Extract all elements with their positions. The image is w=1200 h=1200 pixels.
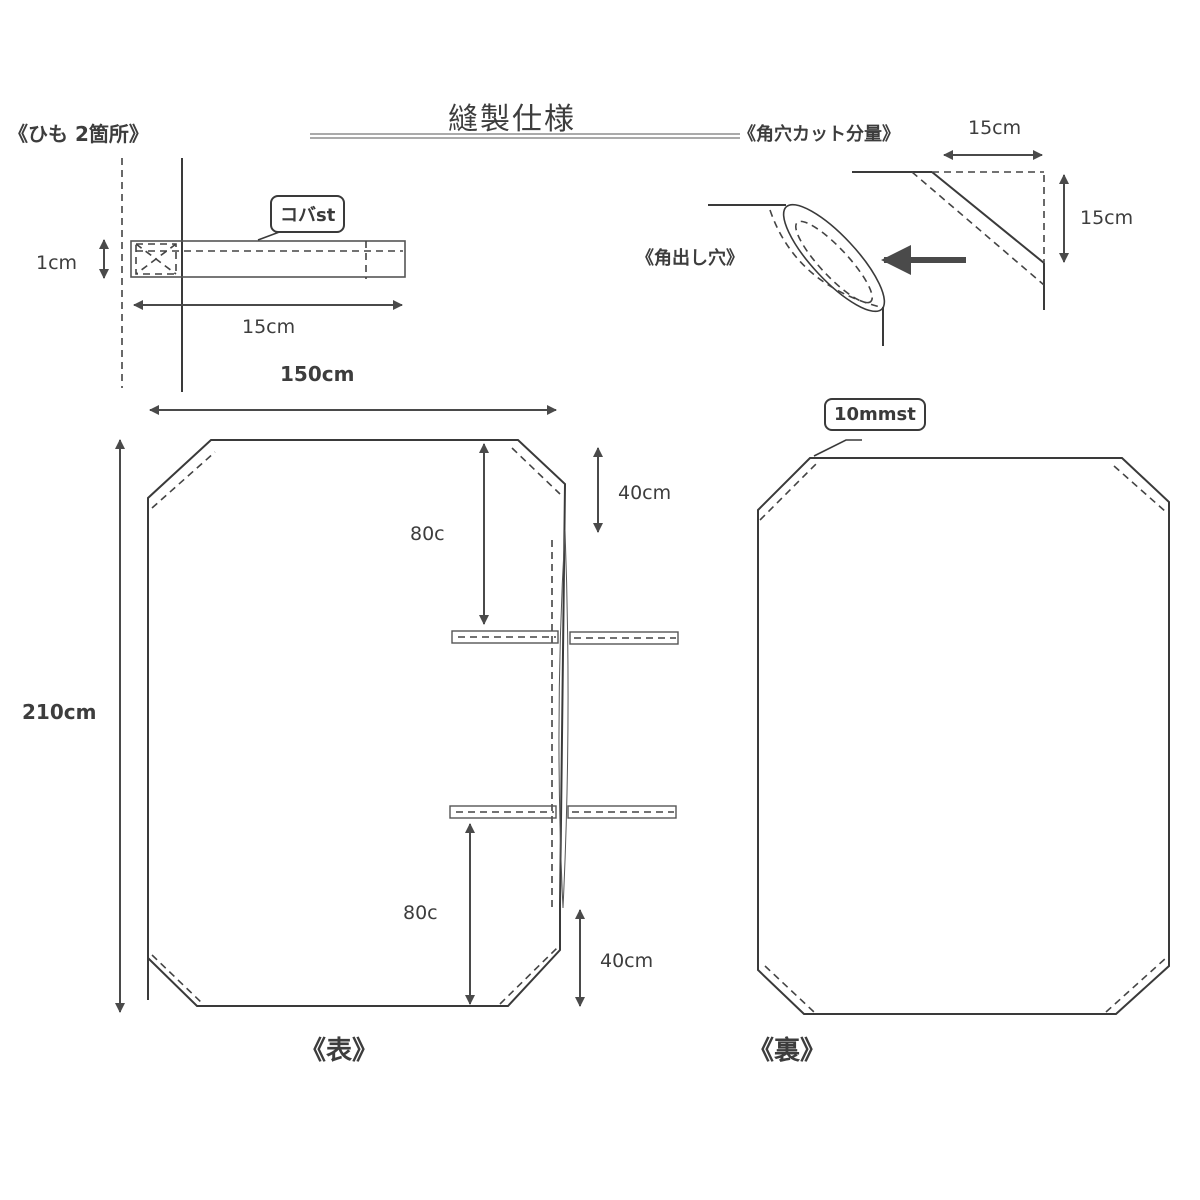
corner-cut-detail xyxy=(852,150,1069,310)
tie-attach-box xyxy=(135,243,177,275)
tie-lower-left xyxy=(449,805,557,819)
dim-label-himo-width: 1cm xyxy=(36,252,78,274)
tie-strip xyxy=(130,240,406,278)
dim-label-cut-width: 15cm xyxy=(968,117,1022,139)
dim-label-total-width: 150cm xyxy=(280,362,355,386)
tie-upper-left xyxy=(451,630,559,644)
corner-hole-inner-stitch xyxy=(794,220,874,304)
callout-10mm-stitch: 10mmst xyxy=(824,398,926,431)
section-label-himo: 《ひも 2箇所》 xyxy=(8,122,149,146)
corner-hole-detail xyxy=(708,203,886,346)
dim-label-lower-tie: 80c xyxy=(403,902,438,924)
front-slit-opening xyxy=(558,529,569,909)
section-label-corner-cut: 《角穴カット分量》 xyxy=(738,124,900,145)
back-panel-outline xyxy=(757,457,1170,1015)
section-label-corner-hole: 《角出し穴》 xyxy=(636,248,744,269)
corner-hole-outer-stitch xyxy=(769,209,885,309)
callout-pointer-10mm xyxy=(813,439,862,457)
front-panel xyxy=(115,405,679,1013)
dim-label-bottom-opening: 40cm xyxy=(600,950,654,972)
callout-koba-stitch: コバst xyxy=(270,195,346,233)
dim-label-top-opening: 40cm xyxy=(618,482,672,504)
corner-cut-diagonal xyxy=(931,171,1045,264)
title-double-rule xyxy=(310,133,740,139)
section-label-front: 《表》 xyxy=(300,1036,379,1066)
section-label-back: 《裏》 xyxy=(748,1036,827,1066)
dim-label-total-height: 210cm xyxy=(22,700,97,724)
back-panel xyxy=(757,439,1170,1015)
himo-detail xyxy=(99,158,406,392)
dim-label-upper-tie: 80c xyxy=(410,523,445,545)
tie-attach-cross-b xyxy=(135,243,177,275)
tie-lower-right xyxy=(567,805,677,819)
dim-label-cut-height: 15cm xyxy=(1080,207,1134,229)
corner-cut-seam xyxy=(911,171,1045,286)
tie-upper-right xyxy=(569,631,679,645)
dim-label-himo-length: 15cm xyxy=(242,316,296,338)
page-title: 縫製仕様 xyxy=(448,102,576,137)
front-panel-outline xyxy=(147,439,567,1007)
corner-hole-opening xyxy=(782,203,886,313)
